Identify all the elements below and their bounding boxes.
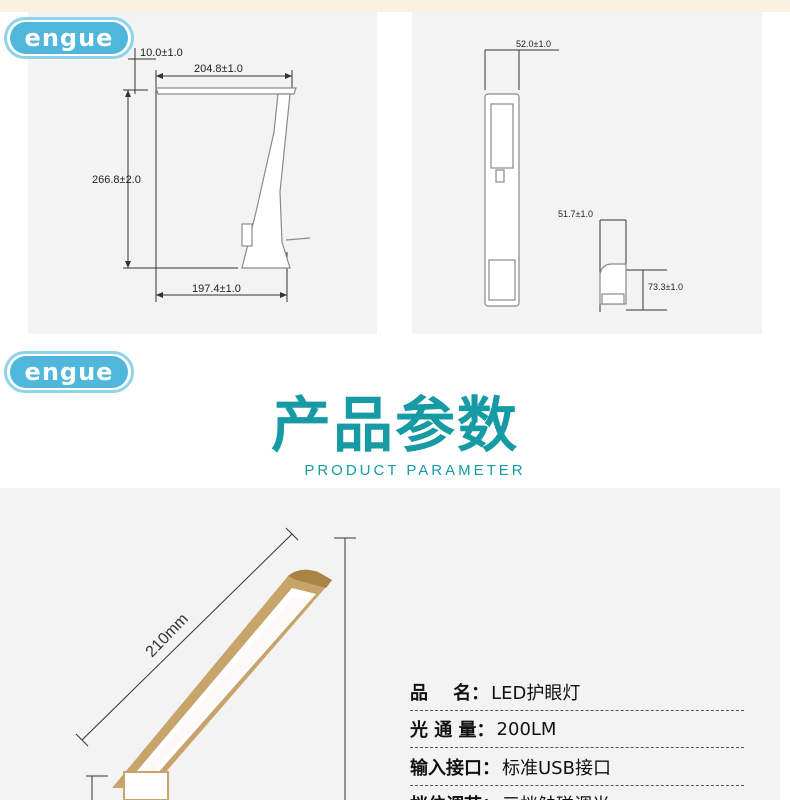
spec-row-dimming: 档位调节： 三档触碰调光 [410,786,744,800]
spec-row-name: 品 名： LED护眼灯 [410,674,744,711]
dim-arm-length: 204.8±1.0 [194,63,243,75]
spec-row-lumen: 光 通 量： 200LM [410,711,744,748]
side-view-drawing: 10.0±1.0 204.8±1.0 266.8±2.0 197.4±1.0 [28,12,377,334]
dim-base-length: 197.4±1.0 [192,283,241,295]
spec-key: 光 通 量： [410,720,495,741]
spec-row-interface: 输入接口： 标准USB接口 [410,749,744,786]
section-title: 产品参数 [271,391,519,461]
spec-key: 品 名： [410,683,490,704]
brand-logo-text: engue [10,22,128,54]
section-subtitle: PRODUCT PARAMETER [304,462,526,479]
product-illustration: 210mm [75,527,356,800]
spec-value: 200LM [496,718,557,740]
dim-height: 266.8±2.0 [92,174,141,186]
brand-logo: engue [4,17,134,59]
spec-value: LED护眼灯 [491,683,581,704]
spec-key: 输入接口： [410,758,500,779]
front-view-drawing: 52.0±1.0 51.7±1.0 73.3±1.0 [412,12,762,334]
top-banner-strip [0,0,790,12]
spec-key: 档位调节： [410,791,500,800]
brand-logo-secondary: engue [4,351,134,393]
front-view-svg: 52.0±1.0 51.7±1.0 73.3±1.0 [484,39,683,312]
product-parameter-panel: 210mm 品 名： LED护眼灯 光 通 量： 200LM 输入接口： 标准U… [0,488,780,800]
brand-logo-text-secondary: engue [10,356,128,388]
dim-folded-width: 51.7±1.0 [558,209,593,219]
side-view-svg: 10.0±1.0 204.8±1.0 266.8±2.0 197.4±1.0 [92,47,311,302]
dim-top-thickness: 10.0±1.0 [140,47,183,59]
dim-width: 52.0±1.0 [516,39,551,49]
spec-value: 三档触碰调光 [502,791,610,800]
spec-value: 标准USB接口 [502,758,611,779]
arm-length-label: 210mm [143,611,192,661]
dim-folded-height: 73.3±1.0 [648,282,683,292]
